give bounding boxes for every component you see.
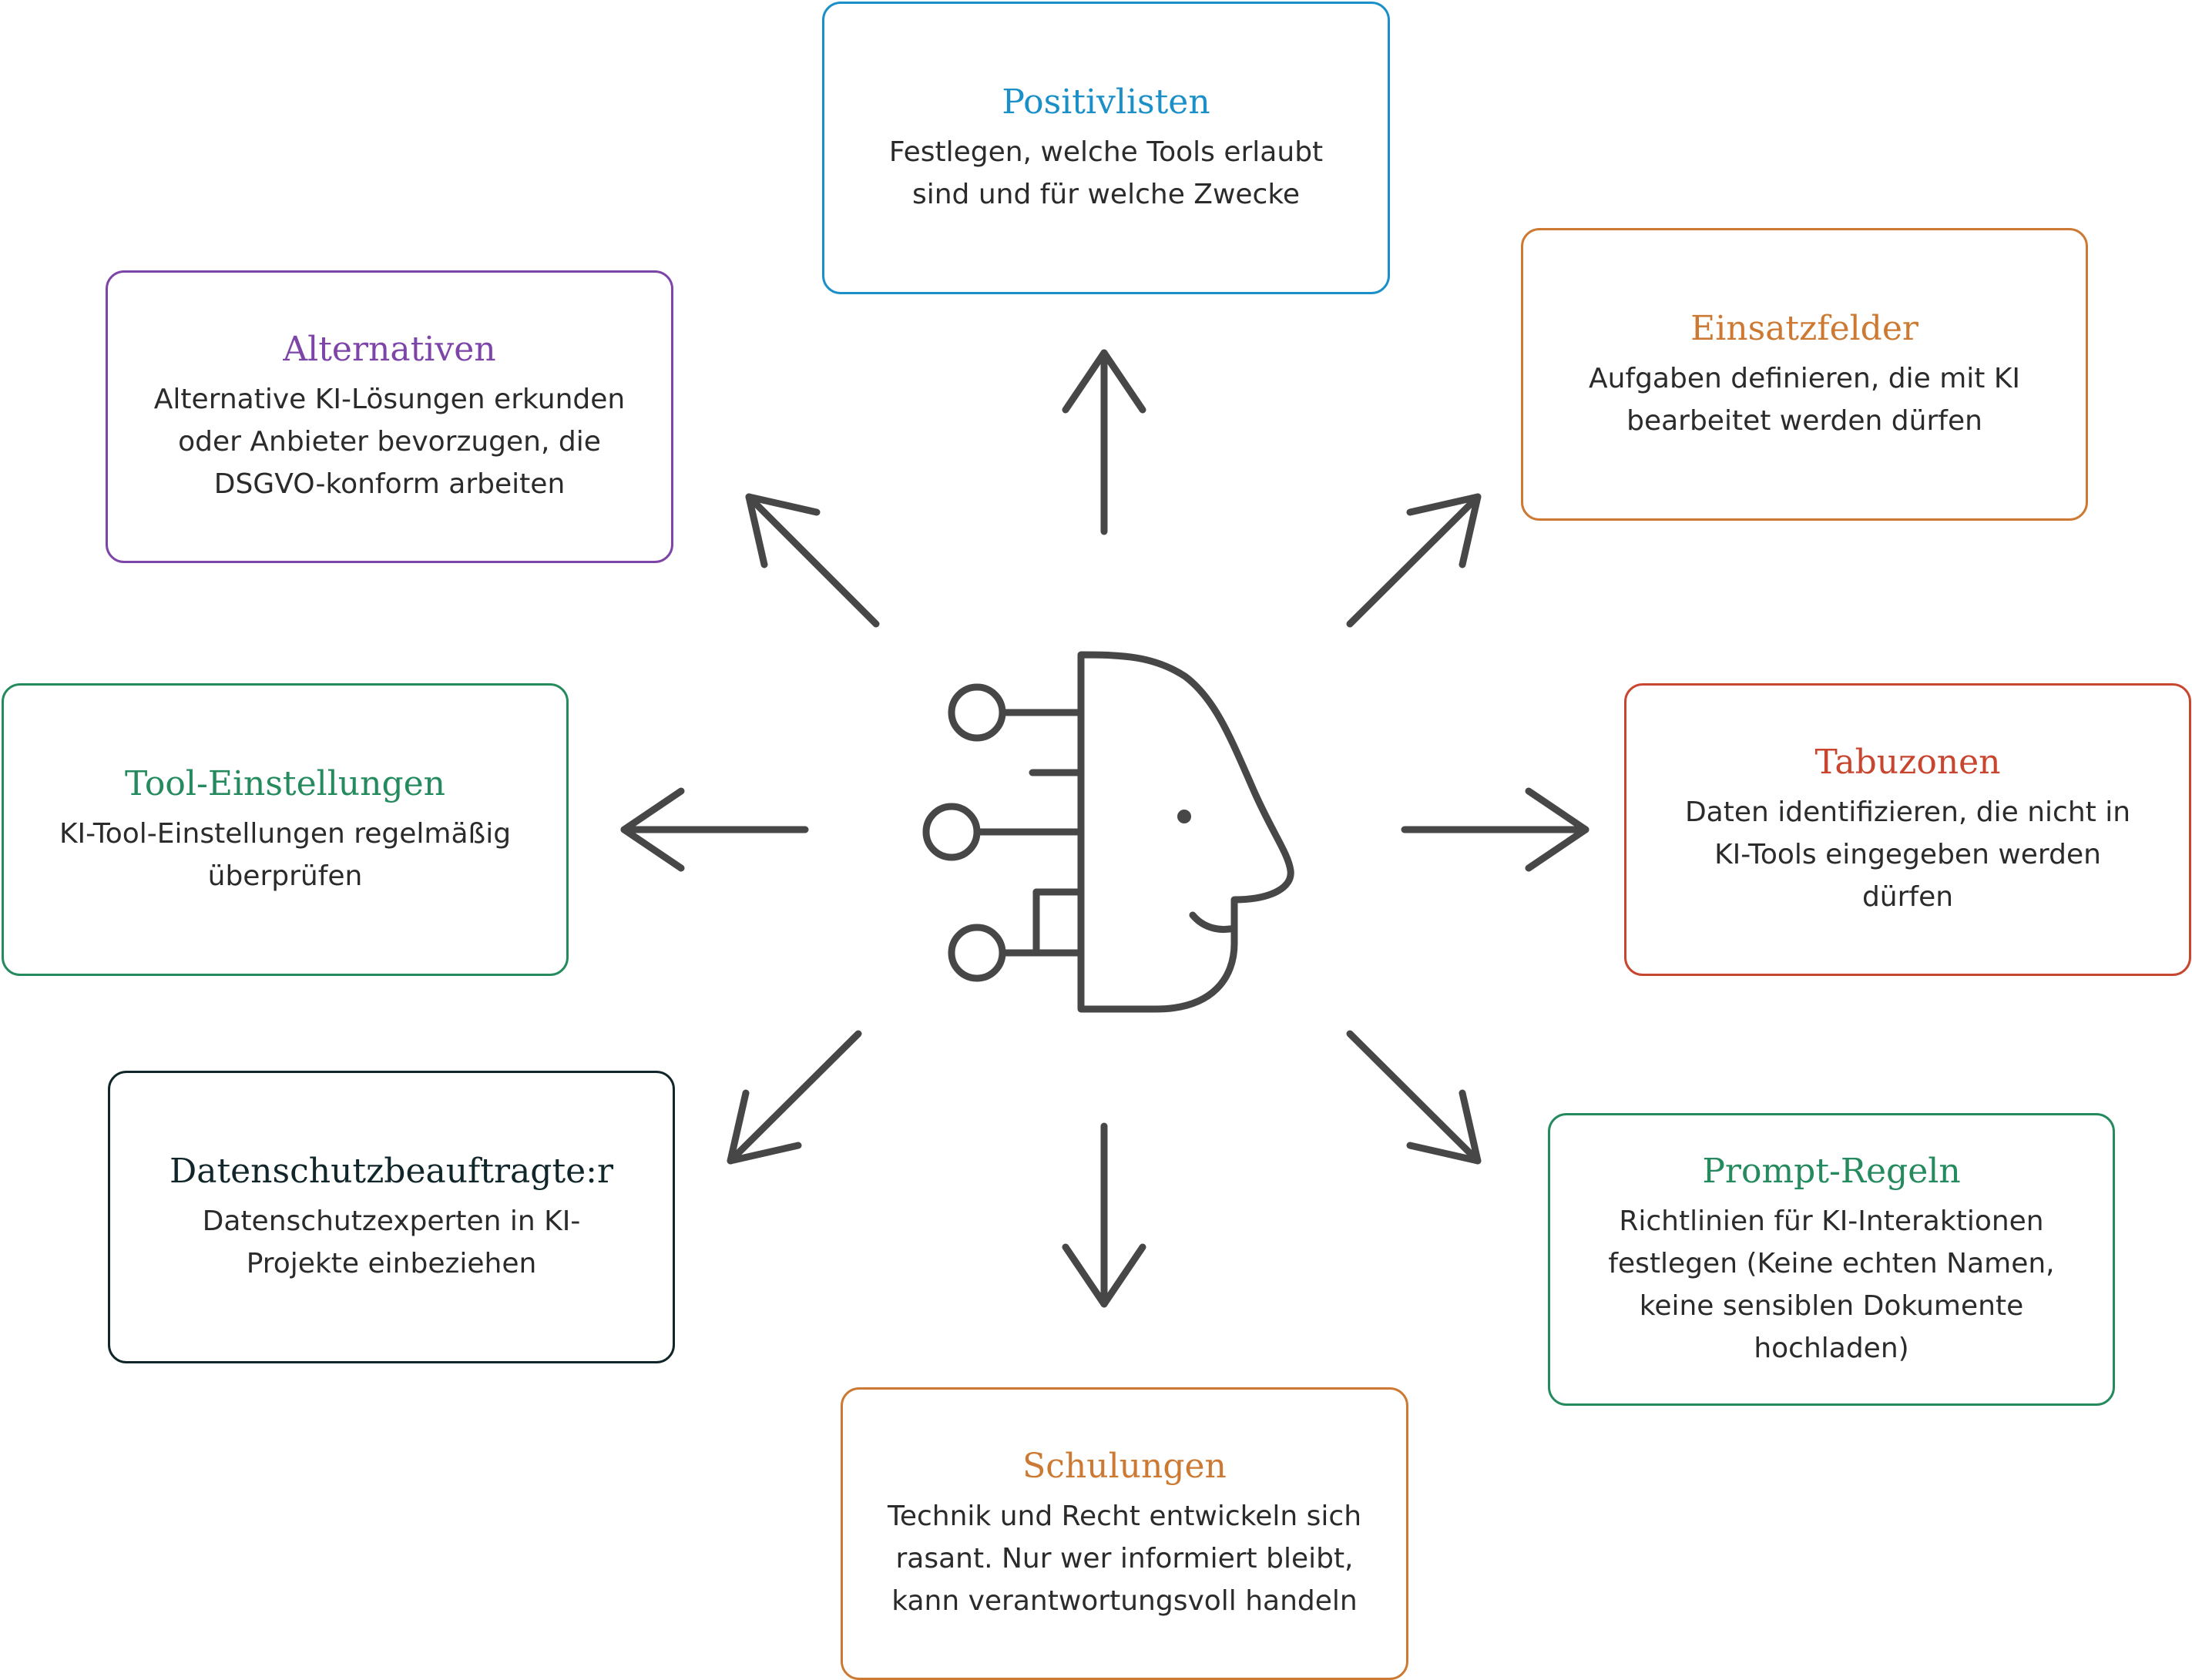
card-text: Alternative KI-Lösungen erkunden oder An… [153,384,626,500]
card-text: Aufgaben definieren, die mit KI bearbeit… [1588,362,2021,437]
card-title: Tool-Einstellungen [124,763,446,803]
card-text: Datenschutzexperten in KI-Projekte einbe… [202,1205,581,1279]
card-title: Tabuzonen [1814,743,2001,782]
arrow-up-right-icon [1346,493,1482,628]
card-prompt-regeln: Prompt-Regeln Richtlinien für KI-Interak… [1548,1113,2115,1406]
card-schulungen: Schulungen Technik und Recht entwickeln … [841,1387,1408,1680]
arrow-down-left-icon [727,1030,862,1165]
card-title: Alternativen [283,330,496,369]
card-title: Einsatzfelder [1690,308,1918,348]
card-einsatzfelder: Einsatzfelder Aufgaben definieren, die m… [1521,228,2088,521]
arrow-down-right-icon [1346,1030,1482,1165]
card-title: Schulungen [1022,1447,1227,1486]
arrow-right-icon [1401,787,1589,872]
card-positivlisten: Positivlisten Festlegen, welche Tools er… [822,2,1390,294]
card-tool-einstellungen: Tool-Einstellungen KI-Tool-Einstellungen… [2,683,569,976]
arrow-up-icon [1062,349,1146,535]
ai-head-circuit-icon [922,651,1294,1013]
card-title: Positivlisten [1002,82,1210,122]
arrow-down-icon [1062,1122,1146,1308]
card-text: KI-Tool-Einstellungen regelmäßig überprü… [59,817,512,892]
card-tabuzonen: Tabuzonen Daten identifizieren, die nich… [1624,683,2191,976]
card-text: Richtlinien für KI-Interaktionen festleg… [1608,1205,2055,1364]
card-text: Daten identifizieren, die nicht in KI-To… [1684,796,2131,913]
card-alternativen: Alternativen Alternative KI-Lösungen erk… [106,270,673,563]
card-title: Prompt-Regeln [1702,1151,1961,1191]
arrow-up-left-icon [745,493,880,628]
card-datenschutzbeauftragte: Datenschutzbeauftragte:r Datenschutzexpe… [108,1071,675,1363]
arrow-left-icon [620,787,809,872]
card-title: Datenschutzbeauftragte:r [169,1151,614,1191]
head-eye [1177,810,1191,823]
card-text: Technik und Recht entwickeln sich rasant… [887,1501,1362,1617]
card-text: Festlegen, welche Tools erlaubt sind und… [888,136,1324,210]
